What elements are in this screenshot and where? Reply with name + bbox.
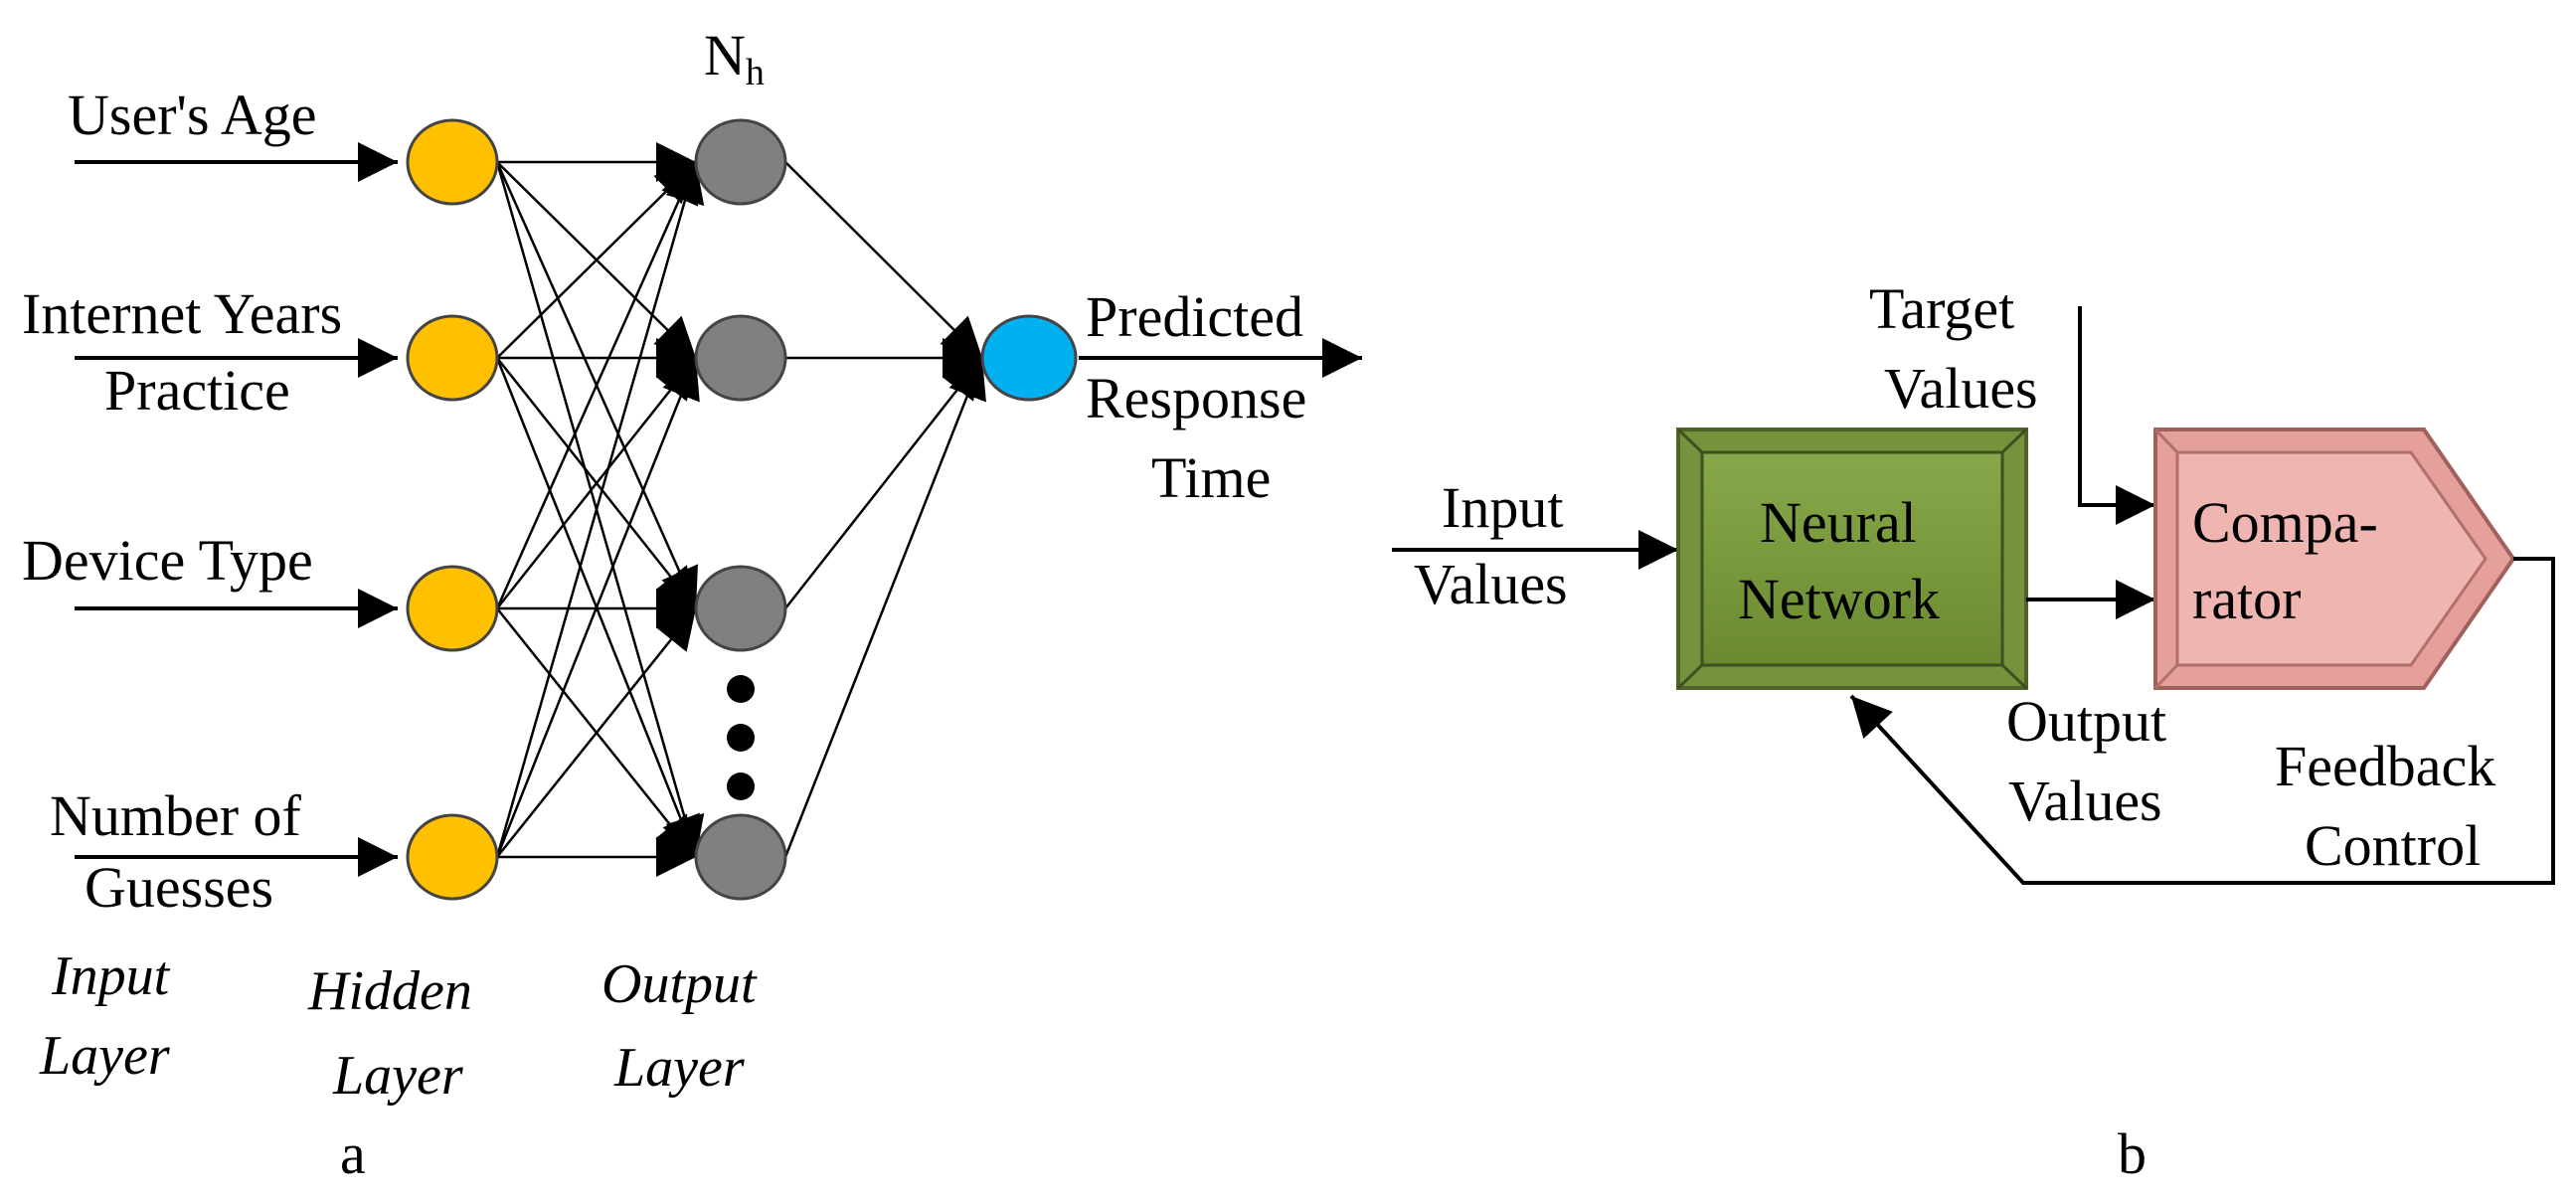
label-guesses: Guesses [85,855,273,920]
bevel-edge [1676,663,1704,690]
hidden-output-connections [783,161,986,858]
feedback-control-path [1849,557,2555,885]
ellipsis-dot [727,772,755,800]
input-layer-nodes [406,118,499,901]
caption-b: b [2118,1121,2147,1186]
caption-a: a [340,1121,366,1186]
input-node [406,565,499,652]
input-node [406,314,499,402]
label-time: Time [1151,445,1271,510]
label-practice: Practice [104,358,290,423]
connection-line [784,161,983,359]
bevel-edge [2000,428,2028,454]
output-node [980,314,1078,402]
label-compa: Compa- [2192,490,2378,555]
connection-line [784,357,983,609]
label-feedback: Feedback [2275,734,2495,798]
hidden-count-subscript: h [746,52,765,93]
label-values-target: Values [1884,356,2038,421]
ellipsis-dot [727,675,755,703]
neural-network-bevel [1700,450,2004,667]
hidden-count-label: Nh [704,23,765,93]
label-internet-years: Internet Years [22,281,342,346]
label-values-output: Values [2008,769,2162,833]
input-node [406,813,499,901]
bevel-edge [1676,428,1704,454]
connection-line [495,357,700,858]
input-hidden-connections [495,142,705,877]
label-response: Response [1086,366,1306,430]
label-neural: Neural [1760,490,1917,555]
neural-network-box: Neural Network [1676,428,2028,690]
comparator-bevel [2175,450,2488,667]
comparator-box: Compa- rator [2153,428,2516,690]
panel-a-network: User's Age Internet Years Practice Devic… [22,23,1362,1186]
label-hidden-layer-1: Hidden [307,960,472,1022]
label-input-layer-1: Input [51,945,171,1007]
bevel-edge [2153,428,2179,454]
bevel-edge [2000,663,2028,690]
hidden-count-n: N [704,23,746,87]
label-input: Input [1442,475,1563,540]
label-output-layer-1: Output [601,953,758,1015]
arrow-target-values [2078,306,2155,525]
panel-b-training-loop: Neural Network Compa- rator Input Values… [1392,276,2555,1186]
label-values-input: Values [1414,552,1568,616]
connection-line [495,161,698,609]
label-users-age: User's Age [68,83,316,147]
hidden-node [694,314,787,402]
label-output-layer-2: Layer [613,1037,745,1099]
label-hidden-layer-2: Layer [332,1045,463,1107]
label-output: Output [2006,689,2166,754]
hidden-node [694,813,787,901]
label-number-of: Number of [50,783,302,848]
connection-line [496,607,697,858]
label-rator: rator [2192,567,2302,631]
ellipsis-dot [727,724,755,752]
label-target: Target [1869,276,2014,341]
hidden-node [694,118,787,206]
label-input-layer-2: Layer [39,1025,170,1087]
label-network: Network [1738,567,1940,631]
label-control: Control [2305,813,2481,878]
label-predicted: Predicted [1086,284,1303,349]
connection-line [783,357,986,858]
hidden-node [694,565,787,652]
input-arrows [75,142,398,877]
input-node [406,118,499,206]
connection-line [495,161,705,858]
bevel-edge [2153,663,2179,690]
hidden-layer-nodes [694,118,787,901]
label-device-type: Device Type [22,528,313,593]
ellipsis-dots [727,675,755,800]
